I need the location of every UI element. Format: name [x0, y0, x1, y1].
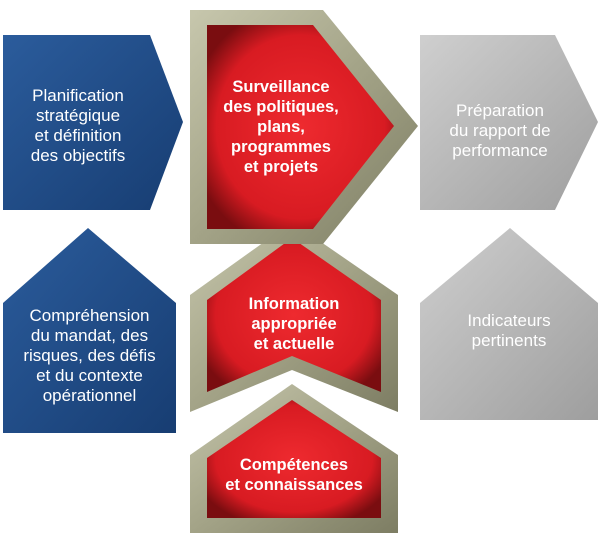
label-line: Compétences [239, 456, 349, 474]
label-comprehension: Compréhension du mandat, des risques, de… [3, 306, 176, 406]
label-line: Indicateurs [467, 311, 551, 330]
label-line: risques, des défis [23, 346, 156, 365]
blue-house-shape [3, 228, 176, 433]
label-line: opérationnel [42, 386, 137, 405]
label-indicateurs: Indicateurs pertinents [420, 311, 598, 351]
label-line: des objectifs [30, 146, 126, 165]
label-line: pertinents [471, 331, 547, 350]
label-preparation: Préparation du rapport de performance [420, 101, 580, 161]
label-line: Préparation [456, 101, 544, 120]
label-line: et définition [34, 126, 122, 145]
label-line: des politiques, [223, 98, 339, 116]
label-line: Information [248, 295, 340, 313]
label-line: et actuelle [253, 335, 335, 353]
surveillance-block [190, 10, 418, 244]
label-information: Information appropriée et actuelle [207, 294, 381, 354]
label-line: plans, [257, 118, 305, 136]
information-block [190, 222, 398, 412]
label-line: stratégique [35, 106, 121, 125]
label-line: programmes [231, 138, 331, 156]
label-line: Surveillance [232, 78, 330, 96]
label-line: et connaissances [225, 476, 363, 494]
label-line: du mandat, des [30, 326, 149, 345]
label-line: du rapport de [449, 121, 551, 140]
label-planification: Planification stratégique et définition … [3, 86, 153, 166]
blue-arrow-shape [3, 35, 183, 210]
label-line: performance [452, 141, 548, 160]
gray-arrow-shape [420, 35, 598, 210]
label-line: Planification [32, 86, 124, 105]
label-line: Compréhension [29, 306, 150, 325]
label-line: appropriée [251, 315, 337, 333]
label-line: et du contexte [36, 366, 143, 385]
label-line: et projets [243, 158, 319, 176]
gray-house-shape [420, 228, 598, 420]
label-competences: Compétences et connaissances [207, 455, 381, 495]
label-surveillance: Surveillance des politiques, plans, prog… [207, 77, 355, 177]
competences-block [190, 384, 398, 533]
